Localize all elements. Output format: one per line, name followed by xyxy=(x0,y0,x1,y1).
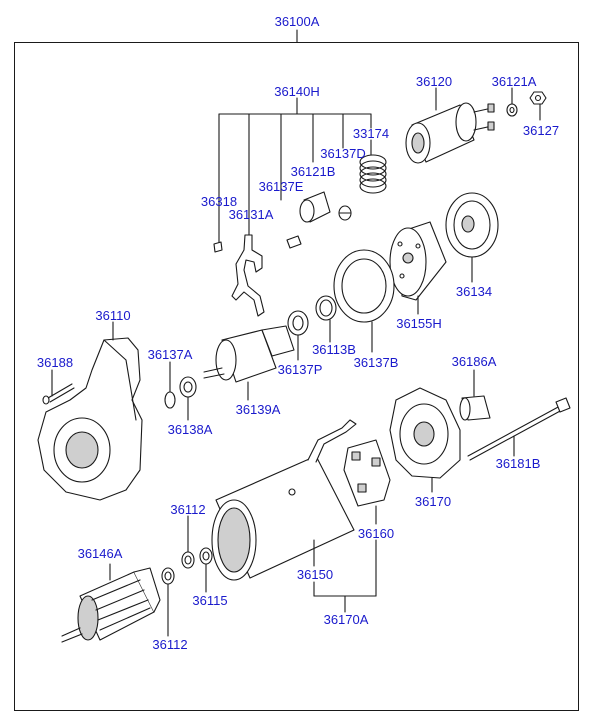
label-36137D[interactable]: 36137D xyxy=(320,146,366,161)
label-36181B[interactable]: 36181B xyxy=(495,456,541,471)
label-36146A[interactable]: 36146A xyxy=(77,546,123,561)
lever-36131A xyxy=(231,234,265,317)
label-36137P[interactable]: 36137P xyxy=(277,362,323,377)
washer-36115 xyxy=(199,547,213,593)
label-36160[interactable]: 36160 xyxy=(357,526,395,541)
bolt-36188 xyxy=(42,369,75,405)
bushing-36138A xyxy=(179,376,197,421)
label-36140H[interactable]: 36140H xyxy=(274,84,320,99)
rear-cover-36170 xyxy=(389,387,461,493)
label-36131A[interactable]: 36131A xyxy=(228,207,274,222)
label-36115[interactable]: 36115 xyxy=(192,593,228,608)
gear-housing-36155H xyxy=(389,221,447,315)
washer-36112-upper xyxy=(181,515,195,569)
label-36113B[interactable]: 36113B xyxy=(312,342,356,357)
brush-holder-36160 xyxy=(343,439,391,525)
label-36120[interactable]: 36120 xyxy=(415,74,453,89)
label-36137A[interactable]: 36137A xyxy=(147,347,193,362)
label-36170[interactable]: 36170 xyxy=(414,494,452,509)
bracket-36170A xyxy=(313,539,377,613)
label-36150[interactable]: 36150 xyxy=(296,567,334,582)
washer-36137A xyxy=(164,361,176,409)
armature-36146A xyxy=(61,563,161,643)
clutch-36139A xyxy=(203,325,295,401)
washer-36112-lower xyxy=(161,567,175,637)
washer-36137P xyxy=(287,310,309,361)
label-36127[interactable]: 36127 xyxy=(522,123,560,138)
pin-36318 xyxy=(213,241,223,253)
label-36110[interactable]: 36110 xyxy=(95,308,131,323)
label-36112-upper[interactable]: 36112 xyxy=(170,502,206,517)
pin-36137E xyxy=(286,235,302,249)
bracket-36134 xyxy=(445,192,499,283)
label-33174[interactable]: 33174 xyxy=(352,126,390,141)
label-36134[interactable]: 36134 xyxy=(455,284,493,299)
label-36137B[interactable]: 36137B xyxy=(353,355,399,370)
label-36188[interactable]: 36188 xyxy=(36,355,74,370)
label-36186A[interactable]: 36186A xyxy=(451,354,497,369)
washer-36121A xyxy=(506,87,518,117)
label-36139A[interactable]: 36139A xyxy=(235,402,281,417)
bearing-36186A xyxy=(459,369,491,421)
label-36121B[interactable]: 36121B xyxy=(290,164,336,179)
nut-36127 xyxy=(529,91,547,121)
label-36100A[interactable]: 36100A xyxy=(274,14,320,29)
washer-36113B xyxy=(315,295,337,343)
plunger-36121B xyxy=(299,191,331,223)
bolt-36181B xyxy=(467,397,571,461)
label-36318[interactable]: 36318 xyxy=(200,194,238,209)
clip-36137D xyxy=(338,205,352,221)
label-36155H[interactable]: 36155H xyxy=(396,316,442,331)
label-36121A[interactable]: 36121A xyxy=(491,74,537,89)
label-36137E[interactable]: 36137E xyxy=(258,179,304,194)
label-36138A[interactable]: 36138A xyxy=(167,422,213,437)
bracket-36140H xyxy=(218,97,372,244)
ring-36137B xyxy=(333,249,395,353)
spring-33174 xyxy=(359,139,387,194)
label-36170A[interactable]: 36170A xyxy=(323,612,369,627)
solenoid-36120 xyxy=(405,87,495,164)
front-housing-36110 xyxy=(37,321,143,501)
yoke-36150 xyxy=(211,419,357,581)
label-36112-lower[interactable]: 36112 xyxy=(152,637,188,652)
